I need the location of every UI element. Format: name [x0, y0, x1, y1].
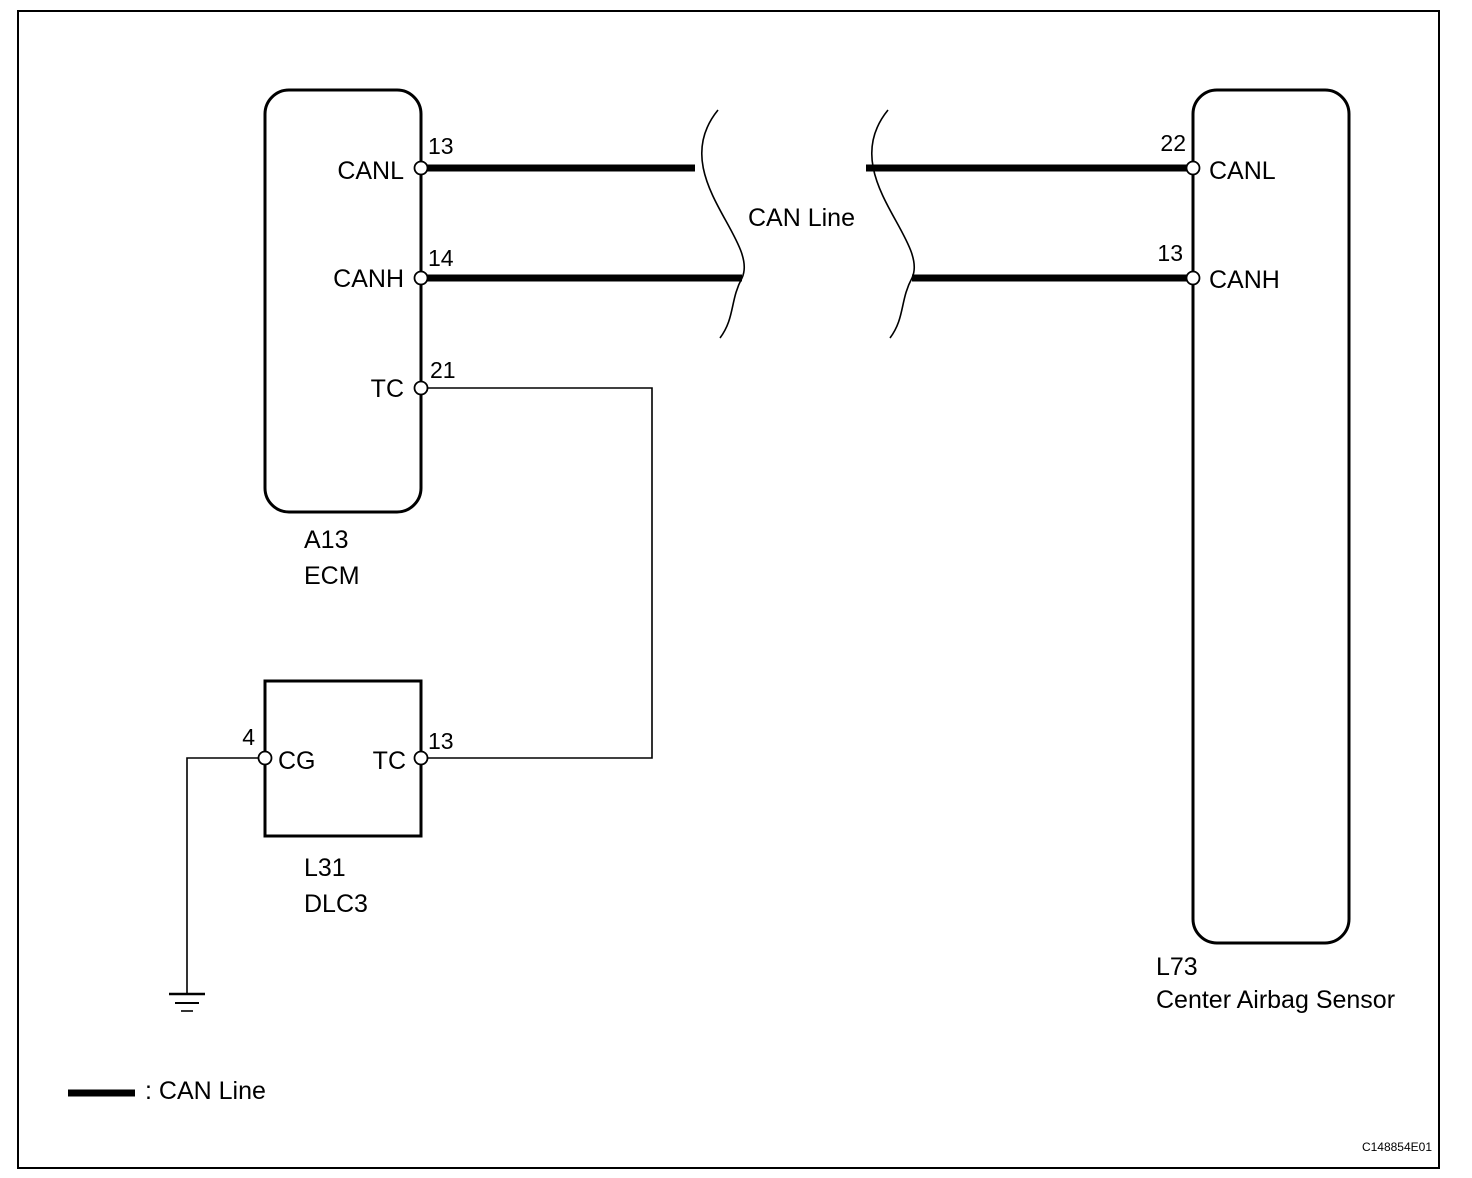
- airbag-canh-terminal: [1185, 270, 1201, 286]
- dlc3-connector-id: L31: [304, 854, 346, 882]
- wire-break-mark-left: [701, 109, 745, 339]
- dlc3-pin-tc-number: 13: [428, 728, 454, 754]
- ecm-pin-canh-label: CANH: [333, 265, 404, 293]
- ecm-name: ECM: [304, 562, 360, 590]
- airbag-sensor-component: CANL 22 CANH 13 L73 Center Airbag Sensor: [1156, 88, 1395, 1014]
- ecm-connector-id: A13: [304, 526, 348, 554]
- cg-ground-wire: [186, 757, 259, 993]
- ecm-pin-canl-label: CANL: [337, 157, 404, 185]
- dlc3-tc-terminal: [413, 750, 429, 766]
- can-bus: CAN Line: [427, 109, 1187, 339]
- wire-break-mark-right: [871, 109, 915, 339]
- airbag-pin-canh-number: 13: [1157, 240, 1183, 266]
- ground-icon: [169, 992, 205, 1012]
- ecm-canl-terminal: [413, 160, 429, 176]
- dlc3-component: CG 4 TC 13 L31 DLC3: [242, 679, 454, 918]
- airbag-name: Center Airbag Sensor: [1156, 986, 1395, 1014]
- airbag-sensor-box: [1191, 88, 1351, 945]
- diagram-frame: [17, 10, 1440, 1169]
- ecm-pin-canl-number: 13: [428, 133, 454, 159]
- legend: : CAN Line: [68, 1077, 266, 1105]
- legend-can-line-text: : CAN Line: [145, 1077, 266, 1105]
- ecm-pin-tc-label: TC: [371, 375, 404, 403]
- ecm-box: [263, 88, 423, 514]
- dlc3-pin-cg-label: CG: [278, 747, 316, 775]
- tc-wire: [427, 387, 653, 759]
- ecm-tc-terminal: [413, 380, 429, 396]
- dlc3-pin-tc-label: TC: [373, 747, 406, 775]
- can-line-label: CAN Line: [748, 204, 855, 232]
- dlc3-pin-cg-number: 4: [242, 724, 255, 750]
- airbag-canl-terminal: [1185, 160, 1201, 176]
- ecm-component: CANL 13 CANH 14 TC 21 A13 ECM: [263, 88, 456, 590]
- airbag-pin-canl-number: 22: [1160, 130, 1186, 156]
- dlc3-cg-terminal: [257, 750, 273, 766]
- airbag-pin-canh-label: CANH: [1209, 266, 1280, 294]
- ecm-canh-terminal: [413, 270, 429, 286]
- figure-code: C148854E01: [1362, 1140, 1432, 1154]
- ecm-pin-tc-number: 21: [430, 357, 456, 383]
- airbag-connector-id: L73: [1156, 953, 1198, 981]
- airbag-pin-canl-label: CANL: [1209, 157, 1276, 185]
- ecm-pin-canh-number: 14: [428, 245, 454, 271]
- dlc3-name: DLC3: [304, 890, 368, 918]
